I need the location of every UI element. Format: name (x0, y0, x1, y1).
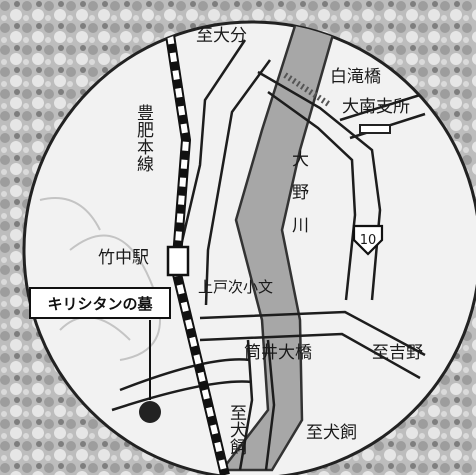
label-shirataki-bridge: 白滝橋 (330, 67, 381, 87)
label-onan-branch: 大南支所 (342, 97, 410, 117)
label-to-inukai-road: 至犬飼 (306, 423, 357, 443)
label-to-oita: 至大分 (196, 26, 247, 46)
label-to-yoshino: 至吉野 (372, 343, 423, 363)
label-takenaka-station: 竹中駅 (98, 248, 149, 268)
embankment-hatch (283, 72, 332, 108)
cemetery-marker (139, 401, 161, 423)
river-onogawa (219, 22, 342, 472)
route-shield (352, 224, 384, 256)
label-to-inukai-rail: 至犬飼 (226, 404, 247, 456)
route-number: 10 (360, 233, 377, 248)
cemetery-callout (29, 287, 171, 319)
label-tsutsui-bridge: 筒井大橋 (244, 343, 312, 363)
label-cemetery: キリシタンの墓 (47, 295, 153, 313)
label-rail-line: 豊肥本線 (133, 104, 154, 172)
label-river: 大野川 (288, 150, 309, 249)
station-marker (166, 245, 190, 277)
town-building (359, 124, 391, 134)
label-school: 上戸次小文 (198, 278, 273, 296)
